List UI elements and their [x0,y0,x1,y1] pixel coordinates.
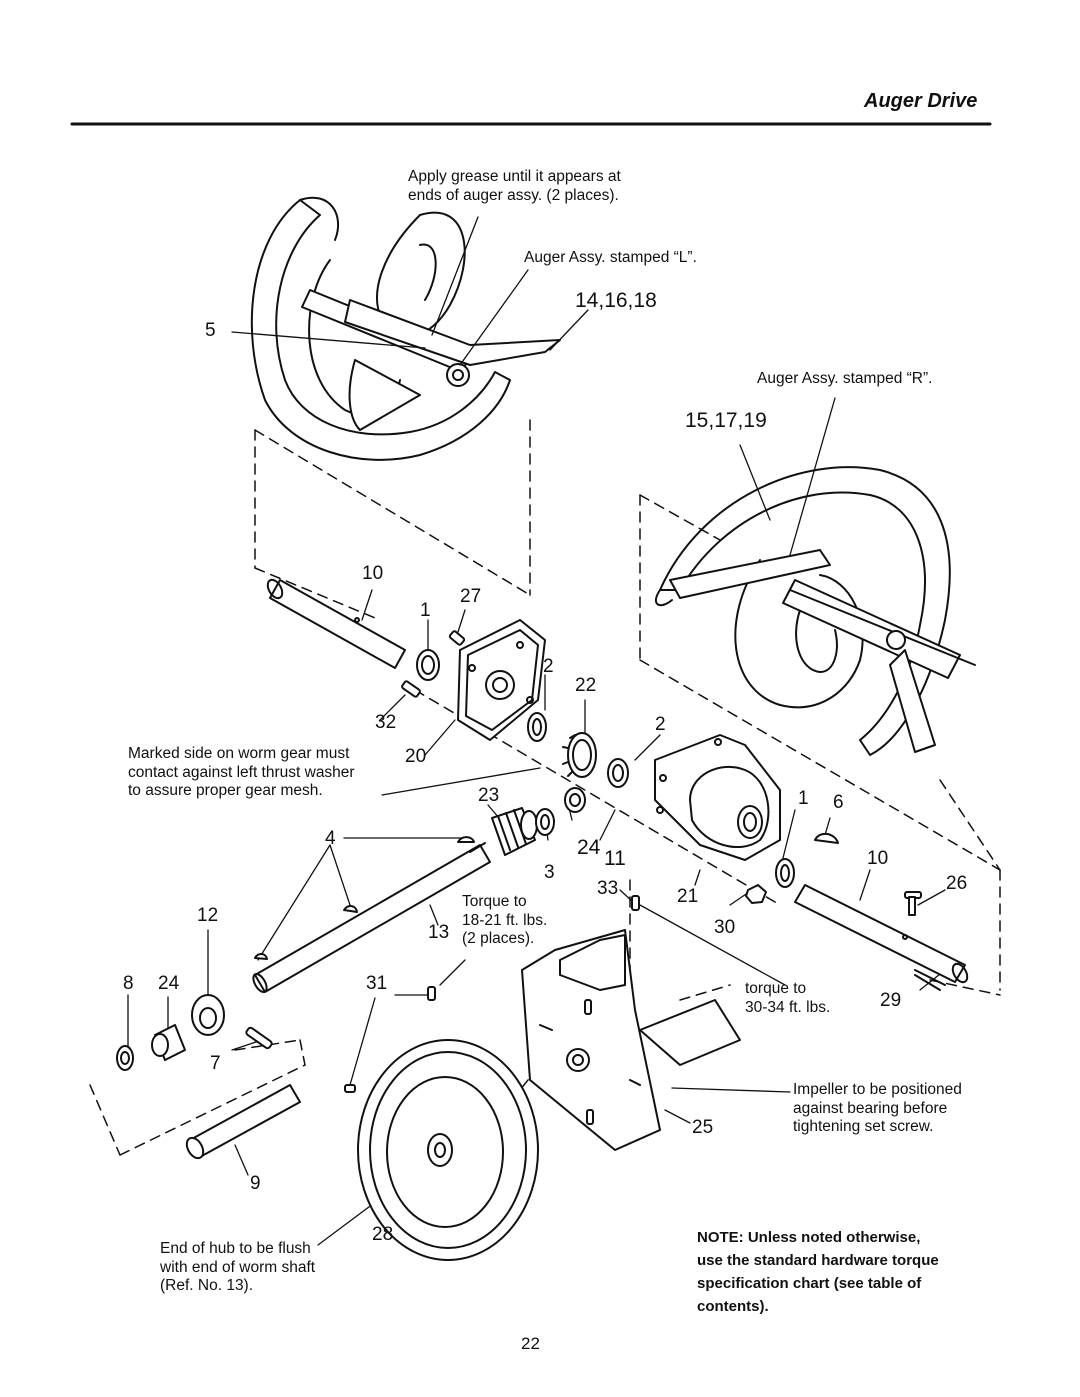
grease-callout-line-1: Apply grease until it appears at [408,168,621,185]
keys-4 [254,836,475,960]
page-number: 22 [521,1334,540,1353]
part-number-14-16-18: 14,16,18 [575,289,657,312]
part-number-3: 3 [544,862,555,883]
gear-22 [562,732,597,778]
torque-30-callout: torque to 30-34 ft. lbs. [745,980,830,1017]
impeller-callout: Impeller to be positioned against bearin… [793,1081,962,1137]
shaft-9 [185,1084,301,1160]
impeller-line-2: against bearing before [793,1099,948,1117]
torque-18-line-2: 18-21 ft. lbs. [462,911,548,929]
key-6 [814,832,839,844]
part-number-31: 31 [366,973,388,994]
impeller-line-3: tightening set screw. [793,1118,934,1136]
part-number-30: 30 [714,917,736,938]
part-number-28: 28 [372,1224,394,1245]
part-number-22: 22 [575,675,597,696]
bracket-25 [521,929,741,1151]
key-7 [245,1026,273,1050]
impeller-line-1: Impeller to be positioned [793,1081,962,1098]
part-number-6: 6 [833,792,844,813]
part-number-15-17-19: 15,17,19 [685,409,767,432]
part-number-8: 8 [123,973,134,994]
part-number-11: 11 [604,847,626,870]
shaft-10-right [794,884,969,984]
part-number-13: 13 [428,922,450,943]
auger-assembly-right [654,466,976,756]
auger-r-callout: Auger Assy. stamped “R”. [757,370,933,387]
torque-note-line-2: use the standard hardware torque [697,1252,939,1269]
pin-26 [904,891,922,916]
torque-30-line-2: 30-34 ft. lbs. [745,998,831,1016]
part-number-33: 33 [597,878,619,899]
part-number-26: 26 [946,873,968,894]
hub-line-3: (Ref. No. 13). [160,1277,254,1295]
cotter-29 [914,969,946,991]
part-number-23: 23 [478,785,500,806]
gear-case-right [654,734,781,861]
screw-27 [448,630,466,646]
torque-note-line-3: specification chart (see table of [697,1275,922,1292]
torque-30-line-1: torque to [745,980,807,997]
washer-2-right [607,758,629,788]
worm-gear-callout-line-3: to assure proper gear mesh. [128,782,323,800]
screw-33 [631,895,640,911]
part-number-7: 7 [210,1053,221,1074]
bearing-1-left [416,649,440,681]
part-number-21: 21 [677,886,699,907]
part-number-27: 27 [460,586,482,607]
set-screw-lower [344,1084,356,1093]
part-number-25: 25 [692,1117,714,1138]
nut-30 [745,884,767,904]
gear-case-left [457,619,546,741]
hub-callout: End of hub to be flush with end of worm … [160,1240,315,1296]
worm-gear-callout-line-1: Marked side on worm gear must [128,745,350,762]
washer-2-left [527,712,547,742]
part-number-2-right: 2 [655,714,666,735]
auger-assembly-left [250,196,561,461]
pulley-28 [357,1039,539,1261]
section-title: Auger Drive [864,90,978,112]
bearing-24-upper [564,787,586,813]
hub-12 [191,994,225,1036]
part-number-5: 5 [205,320,216,341]
part-number-1-right: 1 [798,788,809,809]
worm-gear-callout-line-2: contact against left thrust washer [128,763,355,781]
part-number-9: 9 [250,1173,261,1194]
part-number-12: 12 [197,905,219,926]
grease-callout: Apply grease until it appears at ends of… [408,168,621,205]
worm-gear-23 [491,807,538,856]
screw-32 [401,680,421,698]
part-number-20: 20 [405,746,427,767]
worm-shaft-13 [252,842,491,994]
torque-note-line-4: contents). [697,1298,769,1315]
part-number-1-left: 1 [420,600,431,621]
torque-18-line-1: Torque to [462,893,527,910]
bearing-1-right [775,858,795,888]
part-number-2-left: 2 [543,656,554,677]
hub-line-1: End of hub to be flush [160,1240,311,1257]
part-number-10-right: 10 [867,848,889,869]
bearing-24-lower [151,1024,186,1061]
hub-line-2: with end of worm shaft [160,1258,316,1276]
grease-callout-line-2: ends of auger assy. (2 places). [408,186,619,204]
part-number-24-lower: 24 [158,973,180,994]
nut-8 [116,1045,134,1071]
torque-18-line-3: (2 places). [462,930,535,948]
part-number-24-upper: 24 [577,836,601,859]
shaft-10-left [266,578,406,669]
set-screw-31 [427,986,436,1001]
torque-18-callout: Torque to 18-21 ft. lbs. (2 places). [462,893,547,949]
torque-note-line-1: NOTE: Unless noted otherwise, [697,1229,921,1246]
auger-l-callout: Auger Assy. stamped “L”. [524,249,697,266]
leader-lines [127,216,946,1246]
part-number-4: 4 [325,828,336,849]
part-number-29: 29 [880,990,902,1011]
part-number-32: 32 [375,712,397,733]
worm-gear-callout: Marked side on worm gear must contact ag… [128,745,355,801]
part-number-10-left: 10 [362,563,384,584]
torque-note: NOTE: Unless noted otherwise, use the st… [697,1226,939,1318]
washer-3 [535,808,555,836]
